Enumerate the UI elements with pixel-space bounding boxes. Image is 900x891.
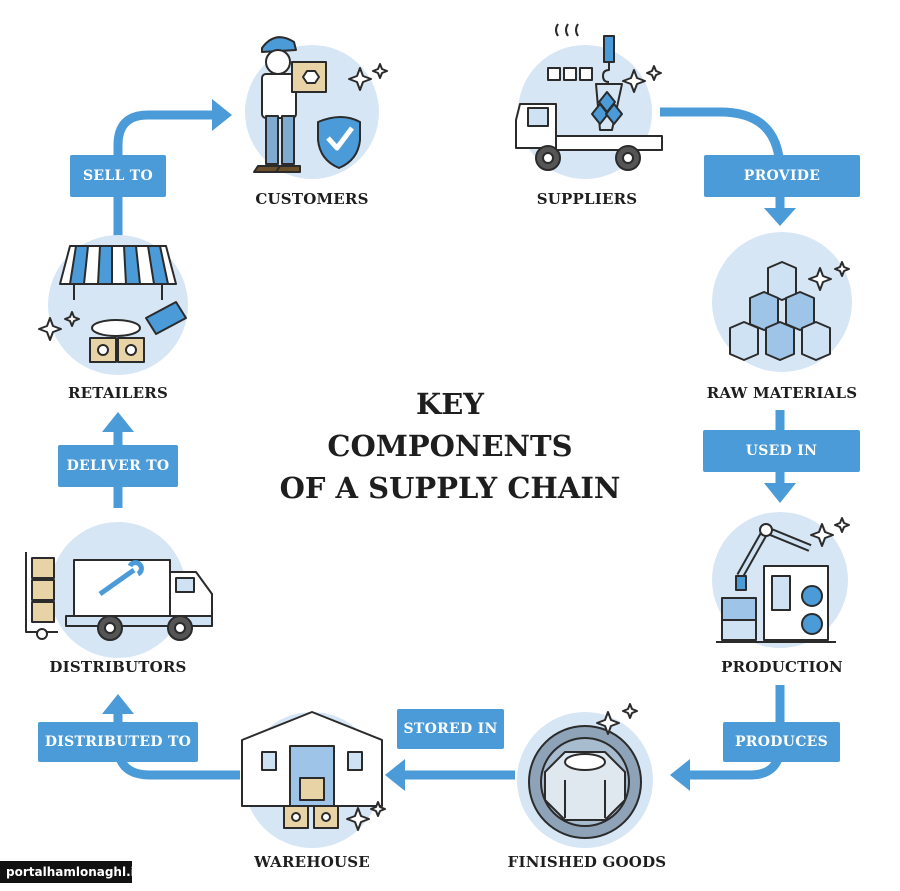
title-line-3: OF A SUPPLY CHAIN: [279, 471, 621, 505]
node-label-production: PRODUCTION: [721, 658, 843, 676]
node-label-suppliers: SUPPLIERS: [536, 190, 638, 208]
node-label-raw-materials: RAW MATERIALS: [706, 384, 858, 402]
arrowhead-produces: [670, 759, 690, 791]
arrowhead-provide: [764, 208, 796, 226]
edge-label-provide: PROVIDE: [704, 155, 860, 197]
hex-bars-stack-icon: [729, 261, 850, 361]
arrowhead-used-in: [764, 483, 796, 503]
customer-with-box-icon: [253, 36, 388, 173]
arrow-sell-to: [113, 110, 212, 240]
node-label-retailers: RETAILERS: [68, 384, 168, 402]
watermark-link[interactable]: portalhamlonaghl.ir/: [0, 861, 145, 883]
node-label-customers: CUSTOMERS: [255, 190, 369, 208]
arrowhead-distributed-to: [102, 694, 134, 714]
warehouse-building-icon: [241, 711, 386, 831]
connector-arrows: [102, 99, 796, 791]
truck-crane-icon: [515, 23, 663, 171]
title-line-2: COMPONENTS: [327, 429, 573, 463]
edge-label-distributed-to: DISTRIBUTED TO: [38, 722, 198, 762]
edge-label-used-in: USED IN: [703, 430, 860, 472]
edge-label-sell-to: SELL TO: [70, 155, 166, 197]
arrowhead-stored-in: [385, 759, 405, 791]
robot-arm-factory-icon: [716, 517, 850, 643]
node-label-warehouse: WAREHOUSE: [254, 853, 370, 871]
hex-nut-gear-icon: [528, 703, 642, 839]
arrowhead-sell-to: [212, 99, 232, 131]
title-line-1: KEY: [415, 387, 484, 421]
edge-label-produces: PRODUCES: [723, 722, 840, 762]
delivery-truck-icon: [25, 552, 213, 641]
diagram-title: KEY COMPONENTS OF A SUPPLY CHAIN: [250, 383, 650, 509]
node-label-distributors: DISTRIBUTORS: [49, 658, 187, 676]
storefront-awning-icon: [38, 245, 187, 363]
edge-label-deliver-to: DELIVER TO: [58, 445, 178, 487]
edge-label-stored-in: STORED IN: [397, 709, 504, 749]
node-label-finished-goods: FINISHED GOODS: [507, 853, 667, 871]
arrowhead-deliver-to: [102, 412, 134, 432]
